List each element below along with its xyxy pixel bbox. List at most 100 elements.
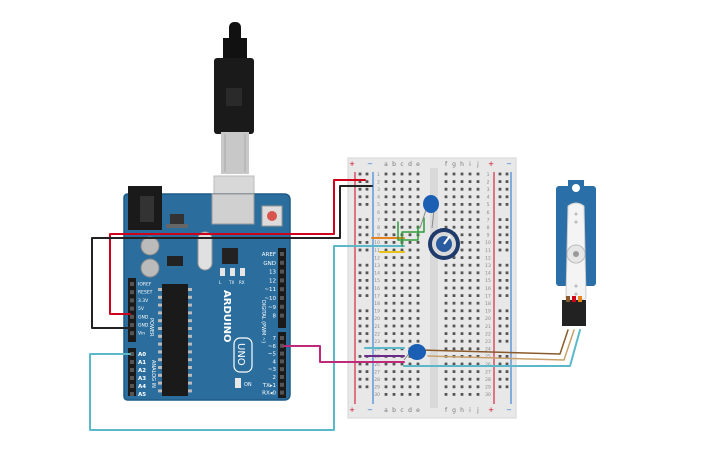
row-label: 29: [485, 385, 491, 391]
led-label: L: [219, 280, 222, 285]
digital-pin-label: ~10: [264, 296, 276, 302]
row-label: 14: [485, 271, 491, 277]
column-label: i: [469, 161, 471, 168]
wire-red-5v[interactable]: [109, 179, 366, 315]
analog-pin-label: A0: [138, 352, 146, 358]
row-label: 27: [485, 369, 491, 375]
analog-pin-label: A3: [138, 376, 146, 382]
column-label: a: [384, 161, 388, 168]
row-label: 5: [487, 202, 490, 208]
digital-label: DIGITAL (PWM ~): [260, 300, 266, 343]
column-label: i: [469, 407, 471, 414]
atmega-chip: [162, 284, 188, 396]
analog-pin-label: A4: [138, 384, 146, 390]
wire-servo-red[interactable]: [427, 329, 575, 361]
crystal: [197, 231, 213, 271]
icsp-header: [167, 256, 183, 266]
capacitor-1[interactable]: [419, 195, 439, 229]
column-label: e: [416, 161, 420, 168]
potentiometer[interactable]: [428, 228, 460, 260]
led-rx: [240, 268, 245, 276]
row-label: 29: [374, 385, 380, 391]
brand-label: ARDUINO: [221, 290, 232, 342]
digital-pin-label: TX▸1: [262, 383, 276, 389]
wire-black-gnd[interactable]: [91, 185, 373, 329]
analog-label: ANALOG IN: [150, 360, 156, 388]
row-label: 16: [485, 286, 491, 292]
column-label: c: [400, 161, 403, 168]
row-label: 21: [485, 324, 491, 330]
row-label: 2: [487, 179, 490, 185]
row-label: 4: [487, 195, 490, 201]
rail-label: +: [349, 160, 355, 168]
row-label: 18: [485, 301, 491, 307]
rail-label: −: [367, 406, 373, 414]
column-label: g: [452, 161, 456, 168]
column-label: j: [476, 407, 479, 414]
led-l: [220, 268, 225, 276]
rail-label: +: [488, 160, 494, 168]
row-label: 11: [485, 248, 491, 254]
wire-magenta-d6[interactable]: [283, 345, 405, 363]
column-label: j: [476, 161, 479, 168]
column-label: a: [384, 407, 388, 414]
row-label: 1: [487, 172, 490, 178]
digital-pin-label: ~9: [268, 305, 277, 311]
row-label: 6: [487, 210, 490, 216]
row-label: 17: [485, 293, 491, 299]
row-label: 13: [485, 263, 491, 269]
analog-pin-label: A2: [138, 368, 146, 374]
digital-pin-label: 12: [269, 278, 276, 284]
row-label: 27: [374, 369, 380, 375]
servo-motor[interactable]: [556, 180, 596, 326]
row-label: 26: [374, 362, 380, 368]
row-label: 23: [374, 339, 380, 345]
wire-cyan-a0[interactable]: [89, 245, 405, 431]
row-label: 28: [485, 377, 491, 383]
row-label: 10: [485, 240, 491, 246]
power-pin-label: GND: [138, 323, 149, 329]
rail-label: +: [349, 406, 355, 414]
digital-pin-label: GND: [263, 261, 276, 267]
row-label: 20: [485, 316, 491, 322]
column-label: b: [392, 407, 396, 414]
row-label: 23: [485, 339, 491, 345]
row-label: 7: [377, 217, 380, 223]
wire-servo-brown[interactable]: [419, 329, 569, 355]
column-label: f: [445, 161, 448, 168]
board-capacitor: [140, 258, 160, 278]
column-label: d: [408, 161, 412, 168]
row-label: 2: [377, 179, 380, 185]
row-label: 3: [377, 187, 380, 193]
digital-pin-label: 4: [273, 359, 277, 365]
digital-pin-label: ~11: [264, 287, 276, 293]
on-led: [235, 378, 241, 388]
usb-chip: [222, 248, 238, 264]
wire-green-2[interactable]: [401, 217, 425, 247]
wire-green-1[interactable]: [397, 221, 419, 241]
board-capacitor: [140, 236, 160, 256]
row-label: 18: [374, 301, 380, 307]
row-label: 16: [374, 286, 380, 292]
row-label: 25: [374, 354, 380, 360]
column-label: d: [408, 407, 412, 414]
breadboard-holes[interactable]: [358, 172, 509, 396]
rail-label: −: [506, 160, 512, 168]
row-label: 15: [485, 278, 491, 284]
row-label: 8: [487, 225, 490, 231]
row-label: 9: [487, 233, 490, 239]
column-label: c: [400, 407, 403, 414]
capacitor-2[interactable]: [403, 344, 426, 361]
column-label: e: [416, 407, 420, 414]
usb-port: [211, 193, 255, 225]
uno-logo: UNO: [233, 337, 253, 373]
row-label: 5: [377, 202, 380, 208]
row-label: 13: [374, 263, 380, 269]
digital-pin-label: RX◂0: [262, 391, 276, 397]
power-pin-label: Vin: [138, 331, 145, 337]
row-label: 7: [487, 217, 490, 223]
wire-servo-cyan[interactable]: [403, 329, 581, 367]
column-label: h: [460, 407, 464, 414]
